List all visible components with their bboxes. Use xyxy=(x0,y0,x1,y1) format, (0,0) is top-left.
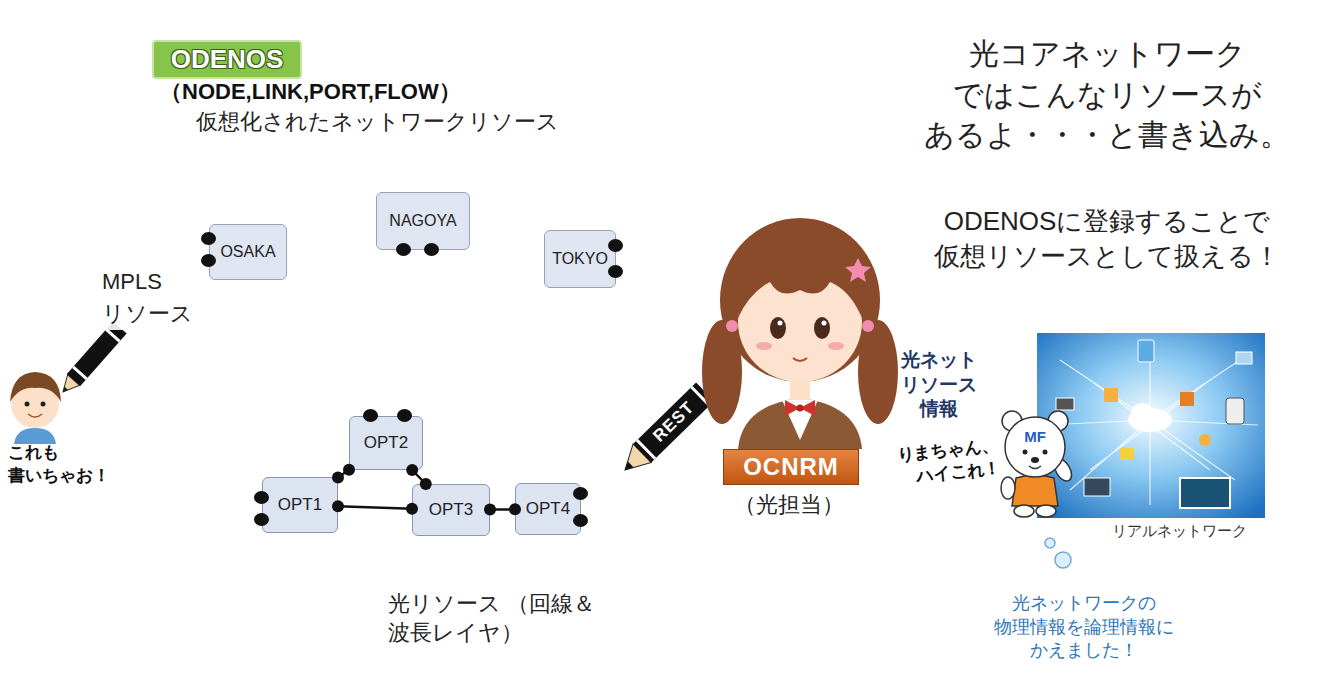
region-label: （NODE,LINK,PORT,FLOW） xyxy=(160,77,461,107)
port-dot xyxy=(363,409,378,422)
port-dot xyxy=(397,409,412,422)
port-dot xyxy=(343,464,355,476)
speech-note: りまちゃん、 ハイこれ！ xyxy=(886,434,1002,491)
optical-node: OPT1 xyxy=(262,477,338,533)
title-badge: ODENOS xyxy=(152,40,302,79)
cloud-outline xyxy=(616,215,694,269)
cloud-fill xyxy=(198,429,360,547)
pencil-icon xyxy=(616,382,714,479)
port-dot xyxy=(254,491,269,504)
region-label: 光リソース （回線＆波長レイヤ） xyxy=(388,590,658,647)
thought-bubble: 光ネットワークの 物理情報を論理情報に かえました！ xyxy=(960,575,1208,680)
port-dot xyxy=(406,464,418,476)
node-label: 光ネット リソース 情報 xyxy=(889,348,989,422)
role-badge: OCNRM xyxy=(723,449,859,485)
network-picture xyxy=(1037,333,1265,518)
cylinder-top xyxy=(71,13,707,157)
image-caption: リアルネットワーク xyxy=(1112,522,1247,541)
node-label: TOKYO xyxy=(552,250,608,268)
resource-cloud: MPLS リソースOSAKANAGOYATOKYO xyxy=(138,168,694,302)
region-label: MPLS リソース xyxy=(100,266,199,330)
thought-dot xyxy=(1055,552,1071,568)
node-label: OPT4 xyxy=(526,499,570,519)
port-dot xyxy=(396,243,411,256)
router-node: OSAKA xyxy=(209,224,287,280)
cloud-fill xyxy=(617,216,693,268)
node-label: ODENOSに登録することで 仮想リソースとして扱える！ xyxy=(915,204,1300,274)
database-cylinder: （NODE,LINK,PORT,FLOW）仮想化されたネットワークリソース ODE… xyxy=(68,10,710,684)
port-dot xyxy=(573,514,588,527)
speech-bubble: 光コアネットワーク ではこんなリソースが あるよ・・・と書き込み。 ODENOSに… xyxy=(902,8,1312,308)
node-label: OPT2 xyxy=(364,433,408,453)
cloud-outline xyxy=(183,468,250,548)
cylinder-side xyxy=(71,85,707,681)
cloud-outline xyxy=(231,408,617,568)
cloud-outline xyxy=(352,392,545,484)
optical-node: OPT4 xyxy=(515,483,581,535)
node-label: OPT1 xyxy=(278,495,322,515)
cloud-outline xyxy=(197,428,361,548)
speech-note: これも 書いちゃお！ xyxy=(8,442,132,488)
mascot-badge: MF xyxy=(1024,428,1046,445)
node-label: OPT3 xyxy=(429,500,473,520)
node-label: 光ネットワークの 物理情報を論理情報に かえました！ xyxy=(982,592,1187,662)
port-dot xyxy=(424,243,439,256)
node-label: NAGOYA xyxy=(389,212,456,230)
node-label: 光コアネットワーク ではこんなリソースが あるよ・・・と書き込み。 xyxy=(915,34,1300,156)
bubble-outline xyxy=(961,576,1207,679)
optical-node: OPT3 xyxy=(412,484,490,536)
girl-figure xyxy=(702,218,898,449)
port-dot xyxy=(608,239,623,252)
optical-node: OPT2 xyxy=(349,416,423,470)
port-dot xyxy=(332,472,344,484)
port-dot xyxy=(254,513,269,526)
note-bubble: 光ネット リソース 情報 xyxy=(880,336,998,434)
link-line xyxy=(338,506,412,508)
router-node: TOKYO xyxy=(544,230,616,288)
cloud-fill xyxy=(232,489,442,583)
port-dot xyxy=(509,503,521,515)
node-label: OCNRM xyxy=(743,453,839,481)
bubble-outline xyxy=(881,337,997,433)
port-dot xyxy=(201,232,216,245)
port-dot xyxy=(406,503,418,515)
cloud-fill xyxy=(473,409,645,519)
port-dot xyxy=(484,504,496,516)
port-dot xyxy=(201,254,216,267)
port-dot xyxy=(420,478,432,490)
role-label: （光担当） xyxy=(734,490,844,520)
cloud-fill xyxy=(232,409,616,567)
node-label: ODENOS xyxy=(171,44,284,75)
bubble-outline xyxy=(875,8,1312,308)
node-label: OSAKA xyxy=(220,243,275,261)
port-dot xyxy=(332,500,344,512)
port-dot xyxy=(608,265,623,278)
port-dot xyxy=(573,487,588,500)
router-node: NAGOYA xyxy=(376,192,470,250)
cloud-fill xyxy=(500,189,687,267)
bear-mascot xyxy=(1001,411,1075,517)
cloud-outline xyxy=(472,408,646,520)
region-label: 仮想化されたネットワークリソース xyxy=(196,107,559,137)
cloud-outline xyxy=(499,188,688,268)
boy-figure xyxy=(10,372,61,444)
thought-dot xyxy=(1045,538,1055,548)
cloud-fill xyxy=(184,469,249,547)
pencil-icon xyxy=(56,322,126,398)
